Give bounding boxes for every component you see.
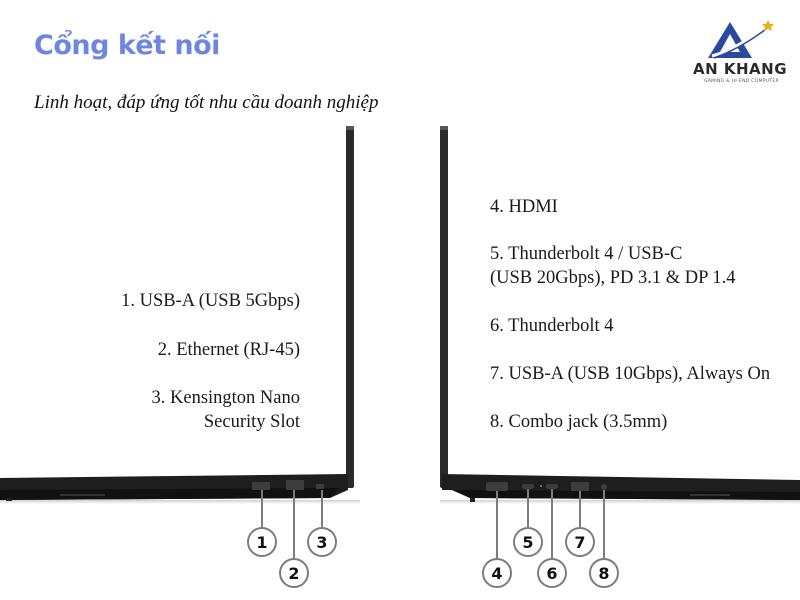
port-badge-8: 8 xyxy=(589,558,619,588)
port-label-hdmi: 4. HDMI xyxy=(490,197,558,217)
port-badge-5: 5 xyxy=(513,527,543,557)
left-laptop xyxy=(0,126,360,558)
port-label-kensington-line2: Security Slot xyxy=(203,412,300,432)
thunderbolt-port-icon xyxy=(546,484,558,489)
page-subtitle: Linh hoạt, đáp ứng tốt nhu cầu doanh ngh… xyxy=(34,92,379,113)
ethernet-port-icon xyxy=(286,480,304,490)
port-badge-3: 3 xyxy=(307,527,337,557)
port-badge-7: 7 xyxy=(565,527,595,557)
port-label-thunderbolt-usb-c-line1: 5. Thunderbolt 4 / USB-C xyxy=(490,244,683,264)
port-label-kensington-line1: 3. Kensington Nano xyxy=(151,388,301,408)
thunderbolt-usb-c-port-icon xyxy=(522,484,534,489)
port-label-ethernet: 2. Ethernet (RJ-45) xyxy=(157,340,300,360)
port-label-thunderbolt: 6. Thunderbolt 4 xyxy=(490,316,614,336)
logo-name: AN KHANG xyxy=(693,60,788,78)
port-badge-4: 4 xyxy=(482,558,512,588)
an-khang-logo-icon xyxy=(708,20,774,59)
logo-tagline: GAMING & HI-END COMPUTER xyxy=(704,79,779,84)
port-label-usb-a: 1. USB-A (USB 5Gbps) xyxy=(121,291,300,311)
usb-a-port-icon xyxy=(252,482,270,490)
port-label-usb-a-always-on: 7. USB-A (USB 10Gbps), Always On xyxy=(490,364,771,384)
port-badge-1: 1 xyxy=(247,527,277,557)
hdmi-port-icon xyxy=(486,482,508,491)
combo-jack-icon xyxy=(601,484,607,490)
port-label-combo-jack: 8. Combo jack (3.5mm) xyxy=(490,412,668,432)
page-title: Cổng kết nối xyxy=(34,30,220,61)
usb-a-always-on-port-icon xyxy=(571,482,589,491)
port-badge-6: 6 xyxy=(537,558,567,588)
port-label-thunderbolt-usb-c-line2: (USB 20Gbps), PD 3.1 & DP 1.4 xyxy=(490,268,736,288)
port-badge-2: 2 xyxy=(279,558,309,588)
right-laptop xyxy=(440,126,800,558)
security-slot-icon xyxy=(316,484,324,489)
